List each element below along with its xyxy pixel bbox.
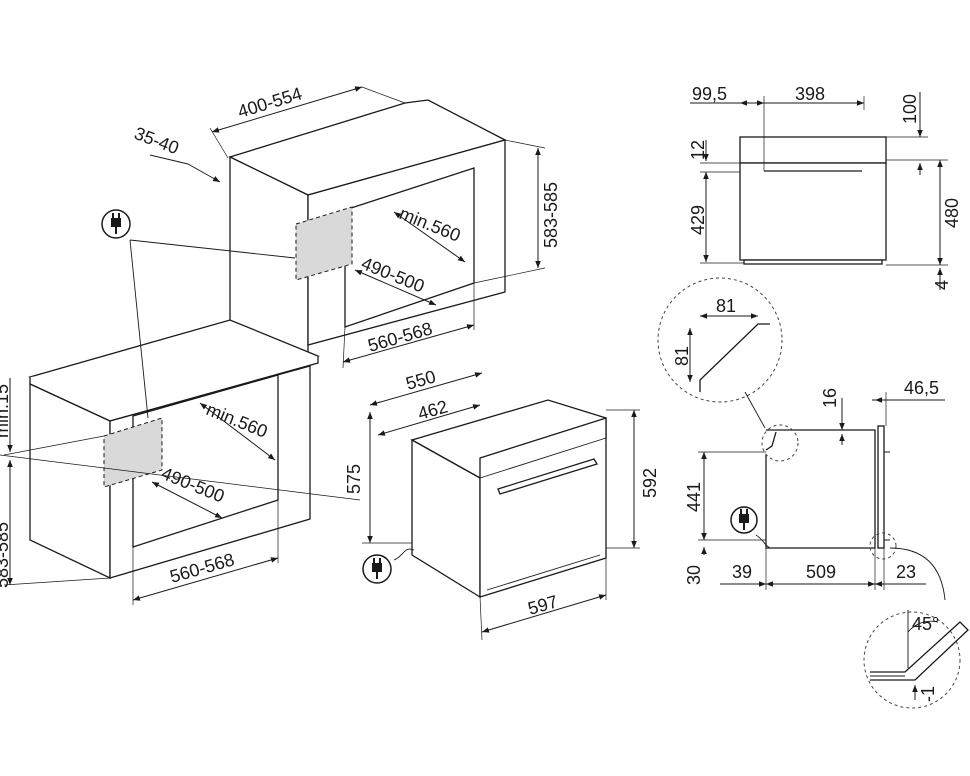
side-dimensions — [690, 92, 948, 290]
label-398: 398 — [795, 84, 825, 104]
detail-circle-bottom — [863, 547, 969, 709]
label-16: 16 — [820, 388, 840, 408]
label-81-h: 81 — [672, 346, 692, 366]
upper-dimensions — [149, 86, 546, 369]
profile-view — [755, 424, 897, 560]
upper-cabinet — [228, 99, 507, 353]
detail-circle-top — [657, 277, 783, 429]
power-plug-icon — [362, 554, 392, 584]
label-100: 100 — [900, 94, 920, 124]
label-4: 4 — [932, 280, 952, 290]
profile-dimensions — [698, 392, 945, 590]
label-575: 575 — [344, 464, 364, 494]
lower-dimensions — [0, 239, 361, 605]
label-441: 441 — [684, 482, 704, 512]
lower-cabinet — [28, 319, 321, 580]
label-46-5: 46,5 — [904, 378, 939, 398]
oven-dimensions — [362, 372, 640, 641]
label-462: 462 — [416, 396, 450, 424]
label-429: 429 — [688, 205, 708, 235]
label-592: 592 — [640, 468, 660, 498]
label-583-585-upper: 583-585 — [541, 182, 561, 248]
label-597: 597 — [526, 591, 560, 619]
label-400-554: 400-554 — [235, 83, 304, 121]
label-min15: min.15 — [0, 384, 12, 438]
label-99-5: 99,5 — [692, 84, 727, 104]
side-elevation — [739, 136, 887, 265]
label-550: 550 — [404, 366, 438, 394]
power-plug-icon — [730, 506, 758, 534]
label-81-w: 81 — [716, 296, 736, 316]
label-minus-1: -1 — [918, 686, 938, 702]
label-12: 12 — [688, 140, 708, 160]
label-480: 480 — [942, 198, 962, 228]
label-23: 23 — [896, 562, 916, 582]
label-45-degrees: 45° — [912, 614, 939, 634]
label-583-585-lower: 583-585 — [0, 522, 12, 588]
label-509: 509 — [806, 562, 836, 582]
label-39: 39 — [732, 562, 752, 582]
label-35-40: 35-40 — [132, 123, 182, 158]
oven — [393, 399, 607, 599]
power-plug-icon — [101, 209, 131, 239]
label-30: 30 — [684, 565, 704, 585]
